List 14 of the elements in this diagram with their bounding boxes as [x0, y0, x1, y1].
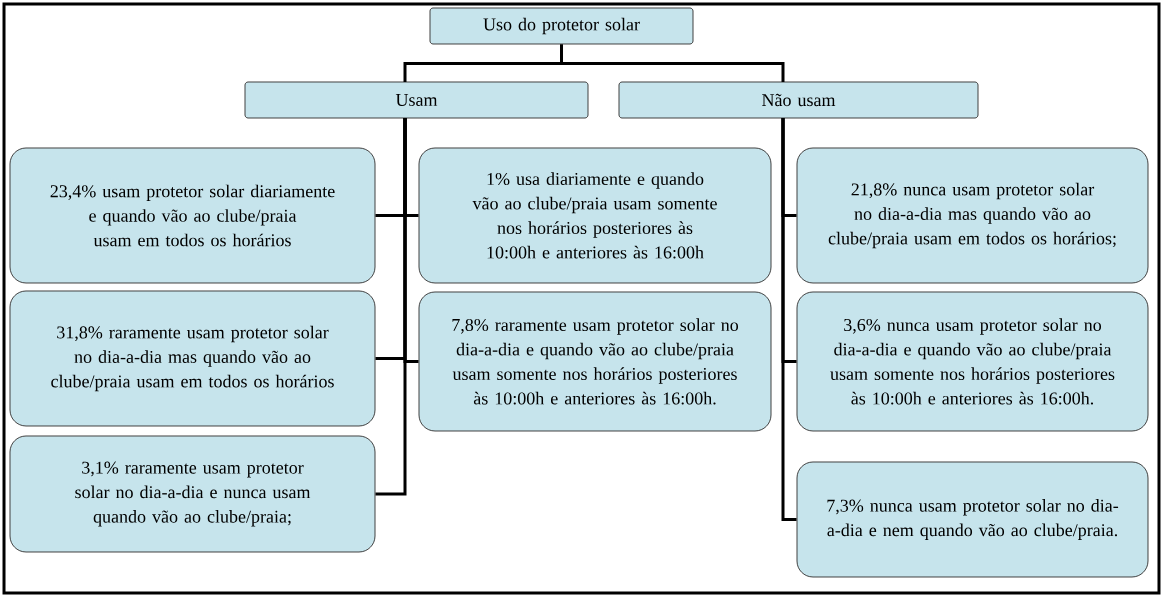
- title-box: Uso do protetor solar: [429, 7, 694, 45]
- connector-line: [403, 118, 419, 363]
- category-box: Não usam: [618, 81, 979, 119]
- result-box: 31,8% raramente usam protetor solar no dia-a-dia mas quando vão ao clube/praia usam em todos os horários: [9, 290, 376, 427]
- result-box: 7,3% nunca usam protetor solar no dia-a-dia e nem quando vão ao clube/praia.: [796, 461, 1149, 578]
- result-box: 1% usa diariamente e quando vão ao clube/praia usam somente nos horários posteriores às 10:00h e anteriores às 16:00h: [418, 147, 772, 284]
- result-box: 23,4% usam protetor solar diariamente e quando vão ao clube/praia usam em todos os horários: [9, 147, 376, 284]
- category-box: Usam: [244, 81, 589, 119]
- result-box: 21,8% nunca usam protetor solar no dia-a-dia mas quando vão ao clube/praia usam em todos os horários;: [796, 147, 1149, 284]
- result-box: 7,8% raramente usam protetor solar no dia-a-dia e quando vão ao clube/praia usam somente nos horários posteriores às 10:00h e anteriores às 16:00h.: [418, 291, 772, 432]
- connector-line: [781, 118, 797, 521]
- result-box: 3,6% nunca usam protetor solar no dia-a-dia e quando vão ao clube/praia usam somente nos horários posteriores às 10:00h e anteriores às 16:00h.: [796, 291, 1149, 432]
- result-box: 3,1% raramente usam protetor solar no dia-a-dia e nunca usam quando vão ao clube/praia;: [9, 435, 376, 553]
- connector-line: [560, 44, 785, 82]
